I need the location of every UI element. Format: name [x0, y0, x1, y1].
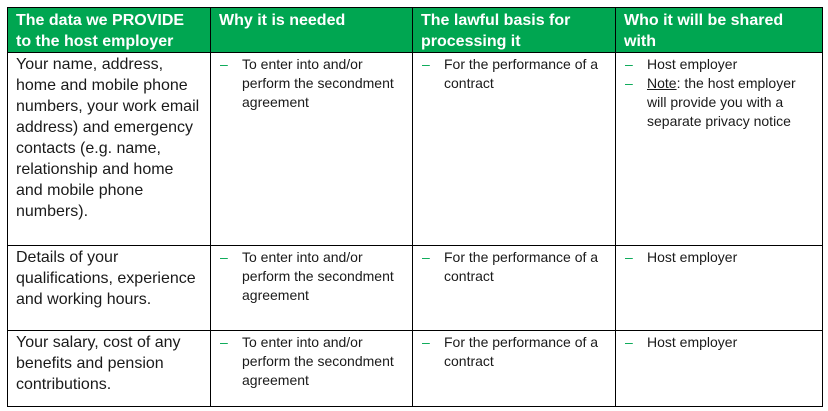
- dash-bullet: –: [625, 249, 633, 265]
- cell-basis: –For the performance of a contract: [412, 52, 616, 246]
- list-item: –For the performance of a contract: [422, 56, 599, 91]
- list-item: –Host employer: [625, 56, 738, 72]
- table-row: Your name, address, home and mobile phon…: [7, 52, 823, 246]
- list-item: –For the performance of a contract: [422, 249, 599, 284]
- cell-data: Your salary, cost of any benefits and pe…: [7, 330, 211, 407]
- cell-shared: –Host employer: [615, 245, 823, 331]
- cell-basis: –For the performance of a contract: [412, 330, 616, 407]
- table-header-row: The data we PROVIDE to the host employer…: [7, 7, 823, 53]
- note-text: : the host employer will provide you wit…: [647, 75, 796, 129]
- list-item-note: –Note: the host employer will provide yo…: [622, 74, 816, 131]
- cell-why: –To enter into and/or perform the second…: [210, 330, 413, 407]
- dash-bullet: –: [220, 334, 228, 350]
- header-why-needed: Why it is needed: [210, 7, 413, 53]
- table-row: Your salary, cost of any benefits and pe…: [7, 330, 823, 407]
- cell-data: Your name, address, home and mobile phon…: [7, 52, 211, 246]
- header-lawful-basis: The lawful basis for processing it: [412, 7, 616, 53]
- dash-bullet: –: [422, 334, 430, 350]
- note-label: Note: [647, 75, 677, 91]
- cell-why: –To enter into and/or perform the second…: [210, 245, 413, 331]
- cell-shared: –Host employer –Note: the host employer …: [615, 52, 823, 246]
- cell-shared: –Host employer: [615, 330, 823, 407]
- header-data-provided: The data we PROVIDE to the host employer: [7, 7, 211, 53]
- list-item: –To enter into and/or perform the second…: [220, 334, 394, 388]
- dash-bullet: –: [220, 56, 228, 72]
- data-sharing-table: The data we PROVIDE to the host employer…: [7, 7, 823, 407]
- list-item: –For the performance of a contract: [422, 334, 599, 369]
- dash-bullet: –: [625, 334, 633, 350]
- header-shared-with: Who it will be shared with: [615, 7, 823, 53]
- table-row: Details of your qualifications, experien…: [7, 245, 823, 331]
- list-item: –To enter into and/or perform the second…: [220, 56, 394, 110]
- dash-bullet: –: [220, 249, 228, 265]
- dash-bullet: –: [625, 56, 633, 72]
- list-item: –Host employer: [625, 334, 738, 350]
- cell-data: Details of your qualifications, experien…: [7, 245, 211, 331]
- dash-bullet: –: [625, 75, 633, 91]
- dash-bullet: –: [422, 56, 430, 72]
- list-item: –To enter into and/or perform the second…: [220, 249, 394, 303]
- cell-why: –To enter into and/or perform the second…: [210, 52, 413, 246]
- dash-bullet: –: [422, 249, 430, 265]
- cell-basis: –For the performance of a contract: [412, 245, 616, 331]
- list-item: –Host employer: [625, 249, 738, 265]
